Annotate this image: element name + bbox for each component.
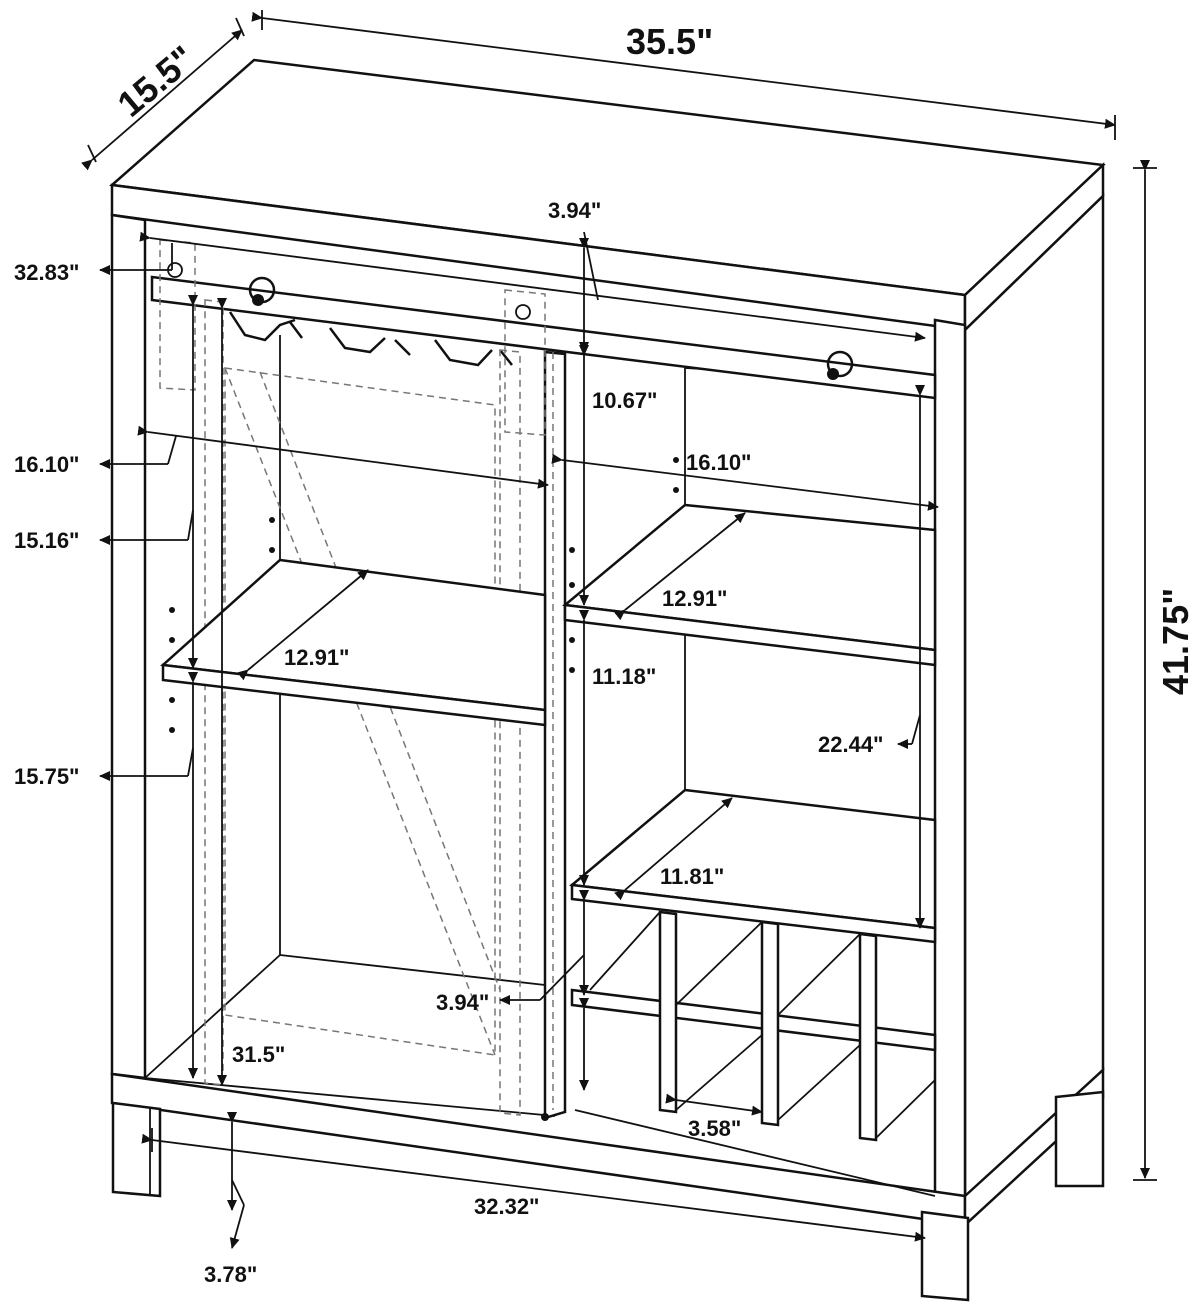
label-left-total-height: 31.5" [232, 1042, 285, 1067]
label-cubby-width: 3.58" [688, 1116, 741, 1141]
leg-front-left [111, 1101, 162, 1198]
label-door-rail: 32.83" [14, 260, 79, 285]
label-width: 35.5" [626, 21, 713, 62]
label-left-shelf-depth: 12.91" [284, 645, 349, 670]
leg-back-right [1054, 1090, 1105, 1188]
wine-shelf [568, 788, 937, 944]
label-wine-shelf-depth: 11.81" [660, 864, 724, 889]
label-left-interior-width: 16.10" [14, 452, 79, 477]
center-divider [541, 350, 567, 1121]
label-top-gap: 3.94" [548, 198, 601, 223]
label-right-shelf-depth: 12.91" [662, 586, 727, 611]
label-left-lower-height: 15.75" [14, 764, 79, 789]
dimension-lines [81, 10, 1157, 1249]
label-left-upper-height: 15.16" [14, 528, 79, 553]
right-upper-shelf [561, 503, 937, 667]
wine-rack [570, 910, 937, 1142]
left-shelf [160, 558, 547, 727]
label-wine-rack-height: 3.94" [436, 990, 489, 1015]
label-upper-right-opening: 10.67" [592, 388, 657, 413]
right-side-panel [963, 193, 1105, 1203]
label-right-middle-opening: 11.18" [592, 664, 656, 689]
label-right-interior-width: 16.10" [686, 450, 751, 475]
label-height: 41.75" [1155, 588, 1196, 695]
left-front-edge [110, 213, 147, 1080]
label-depth: 15.5" [110, 37, 203, 124]
leg-front-right [920, 1210, 970, 1302]
right-front-edge [933, 318, 967, 1202]
label-base-width: 32.32" [474, 1194, 539, 1219]
label-leg-height: 3.78" [204, 1262, 257, 1287]
label-right-lower-height: 22.44" [818, 732, 883, 757]
